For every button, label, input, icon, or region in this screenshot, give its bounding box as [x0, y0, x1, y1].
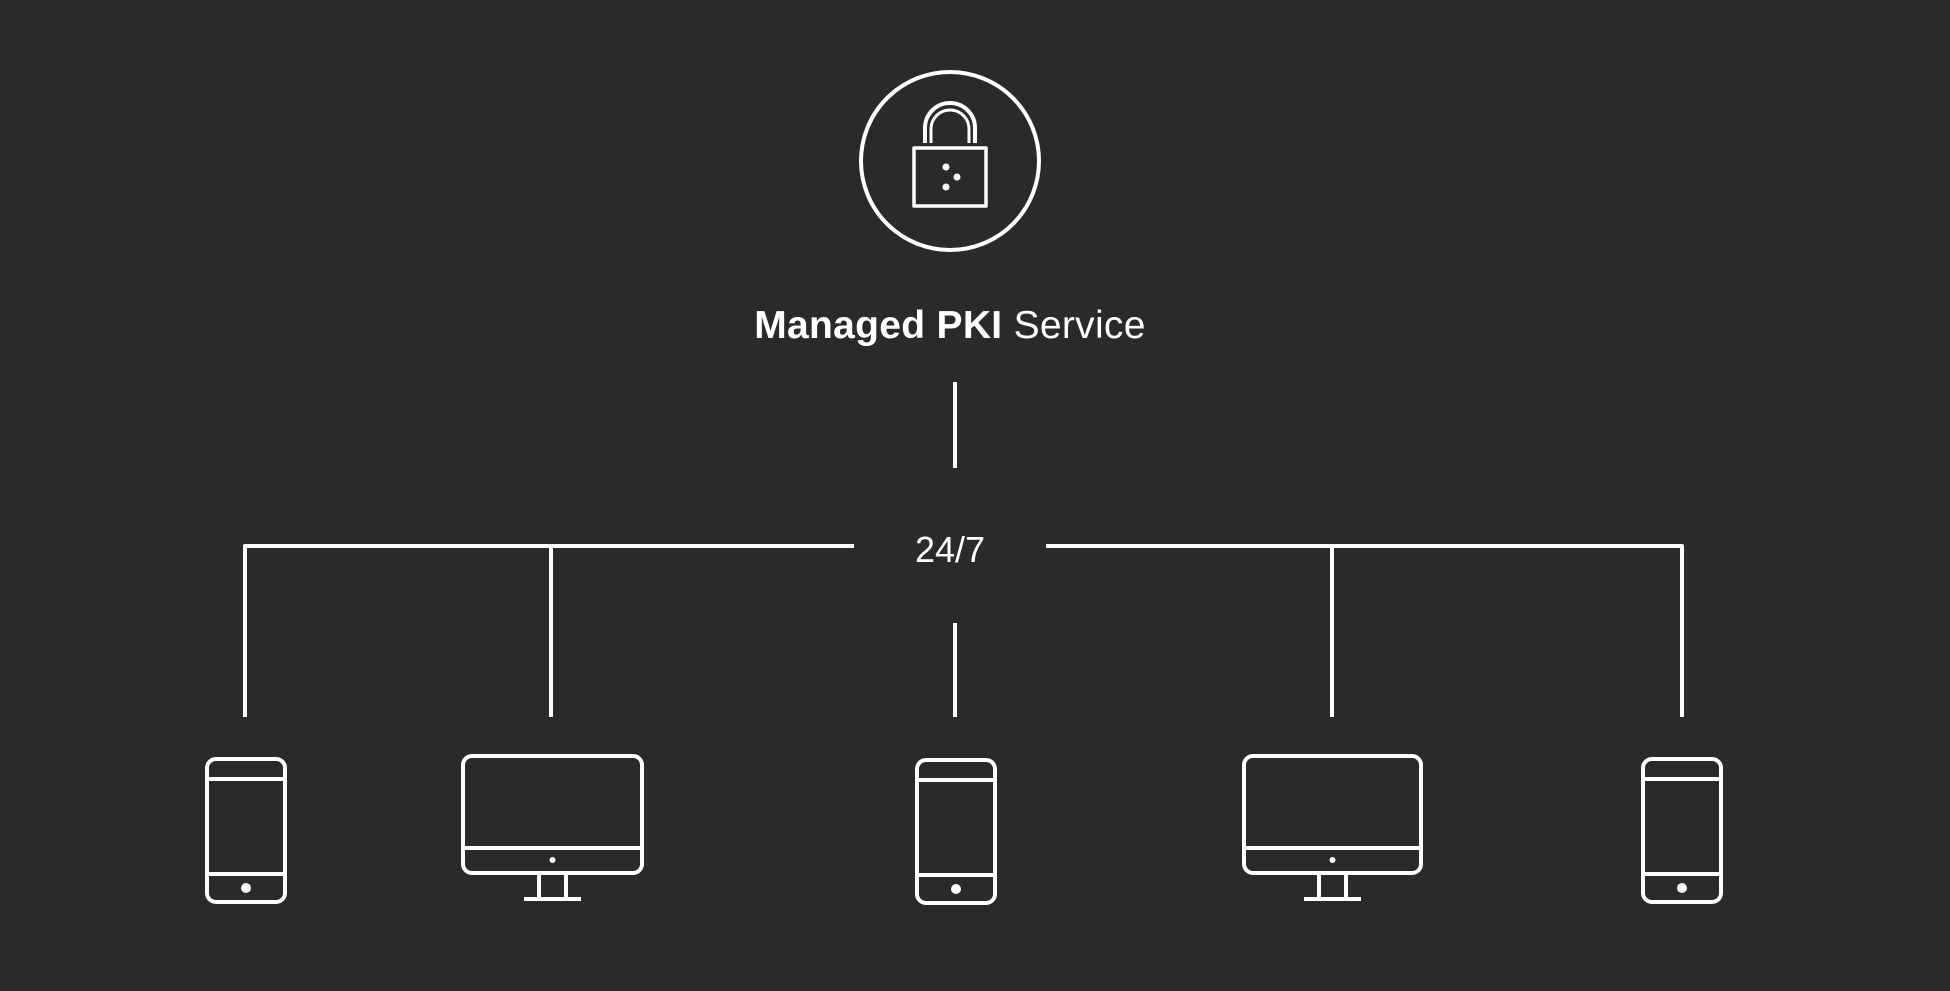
padlock-icon — [912, 101, 988, 208]
smartphone-icon — [205, 757, 287, 904]
service-node — [859, 70, 1041, 252]
availability-label: 24/7 — [914, 529, 986, 570]
connector-hub-left — [243, 544, 854, 717]
smartphone-icon — [915, 758, 997, 905]
desktop-monitor-icon — [1242, 754, 1423, 901]
service-circle — [859, 70, 1041, 252]
desktop-monitor-icon — [461, 754, 644, 901]
smartphone-icon — [1641, 757, 1723, 904]
connector-hub-right — [1046, 544, 1684, 717]
service-title-bold: Managed PKI — [754, 304, 1003, 347]
service-title: Managed PKI Service — [0, 304, 1900, 348]
service-title-regular: Service — [1013, 304, 1146, 347]
